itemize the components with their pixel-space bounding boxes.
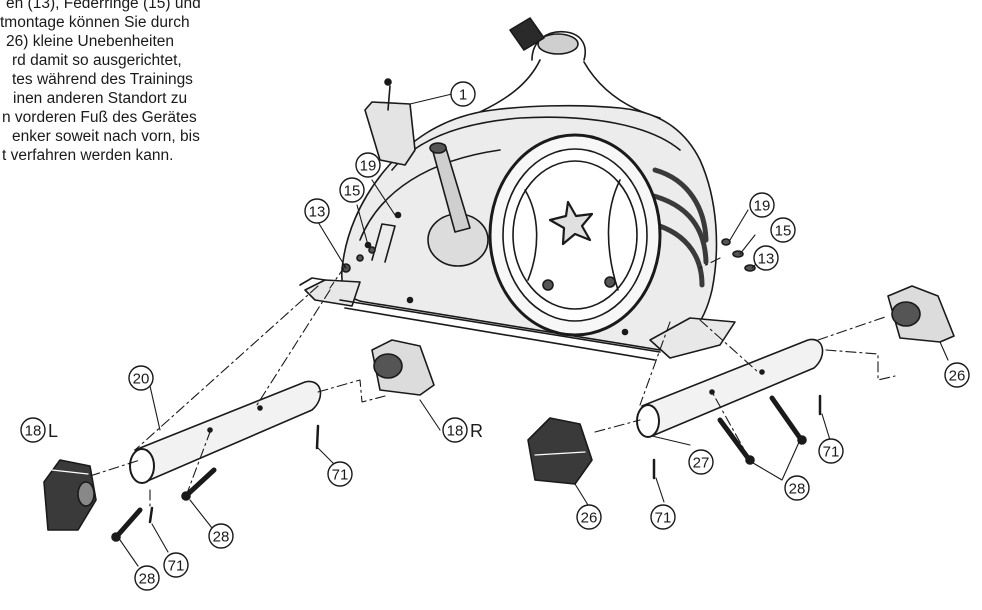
callout-label: 26 xyxy=(949,368,966,385)
end-cap-left xyxy=(43,459,97,531)
callout-label: 19 xyxy=(754,198,771,215)
front-stabilizer-tube xyxy=(129,380,322,484)
instruction-line: inen anderen Standort zu xyxy=(13,90,188,107)
callout-label: 18 xyxy=(447,423,464,440)
end-cap-rear-right xyxy=(887,285,955,343)
end-cap-rear-left xyxy=(527,417,593,485)
callout-label: 20 xyxy=(133,371,150,388)
callout-label: 26 xyxy=(581,510,598,527)
bolts-front xyxy=(111,424,320,542)
callout-label: 1 xyxy=(459,87,467,104)
callout-label: 71 xyxy=(655,510,672,527)
callout-label: 28 xyxy=(213,529,230,546)
instruction-line: tmontage können Sie durch xyxy=(0,14,190,31)
hardware-washers-right xyxy=(721,238,756,272)
callout-label: 15 xyxy=(775,223,792,240)
side-label-right: R xyxy=(470,421,483,441)
callout-label: 18 xyxy=(25,423,42,440)
callout-label: 27 xyxy=(693,455,710,472)
callout-label: 71 xyxy=(332,467,349,484)
end-cap-right xyxy=(371,339,435,396)
callout-label: 15 xyxy=(344,183,361,200)
instruction-line: enker soweit nach vorn, bis xyxy=(12,128,200,145)
callout-label: 71 xyxy=(823,444,840,461)
instruction-line: rd damit so ausgerichtet, xyxy=(12,52,182,69)
callout-circles xyxy=(20,81,970,591)
callout-label: 28 xyxy=(789,481,806,498)
callout-label: 19 xyxy=(360,158,377,175)
bike-main-frame xyxy=(299,17,736,361)
assembly-guide-lines xyxy=(89,257,896,511)
side-label-left: L xyxy=(48,421,58,441)
callout-label: 13 xyxy=(758,251,775,268)
instruction-line: n vorderen Fuß des Gerätes xyxy=(2,109,197,126)
hardware-washers-left xyxy=(341,246,376,273)
bolts-rear xyxy=(652,394,822,480)
instruction-line: 26) kleine Unebenheiten xyxy=(6,33,175,50)
callout-label: 13 xyxy=(309,204,326,221)
instruction-line: t verfahren werden kann. xyxy=(2,147,174,164)
callout-label: 28 xyxy=(139,571,156,588)
rear-stabilizer-tube xyxy=(636,338,824,438)
callout-leader-lines xyxy=(119,93,949,567)
callout-label: 71 xyxy=(168,558,185,575)
instruction-text-block: en (13), Federringe (15) und tmontage kö… xyxy=(0,0,300,165)
instruction-line: tes während des Trainings xyxy=(12,71,193,88)
instruction-line: en (13), Federringe (15) und xyxy=(6,0,201,12)
